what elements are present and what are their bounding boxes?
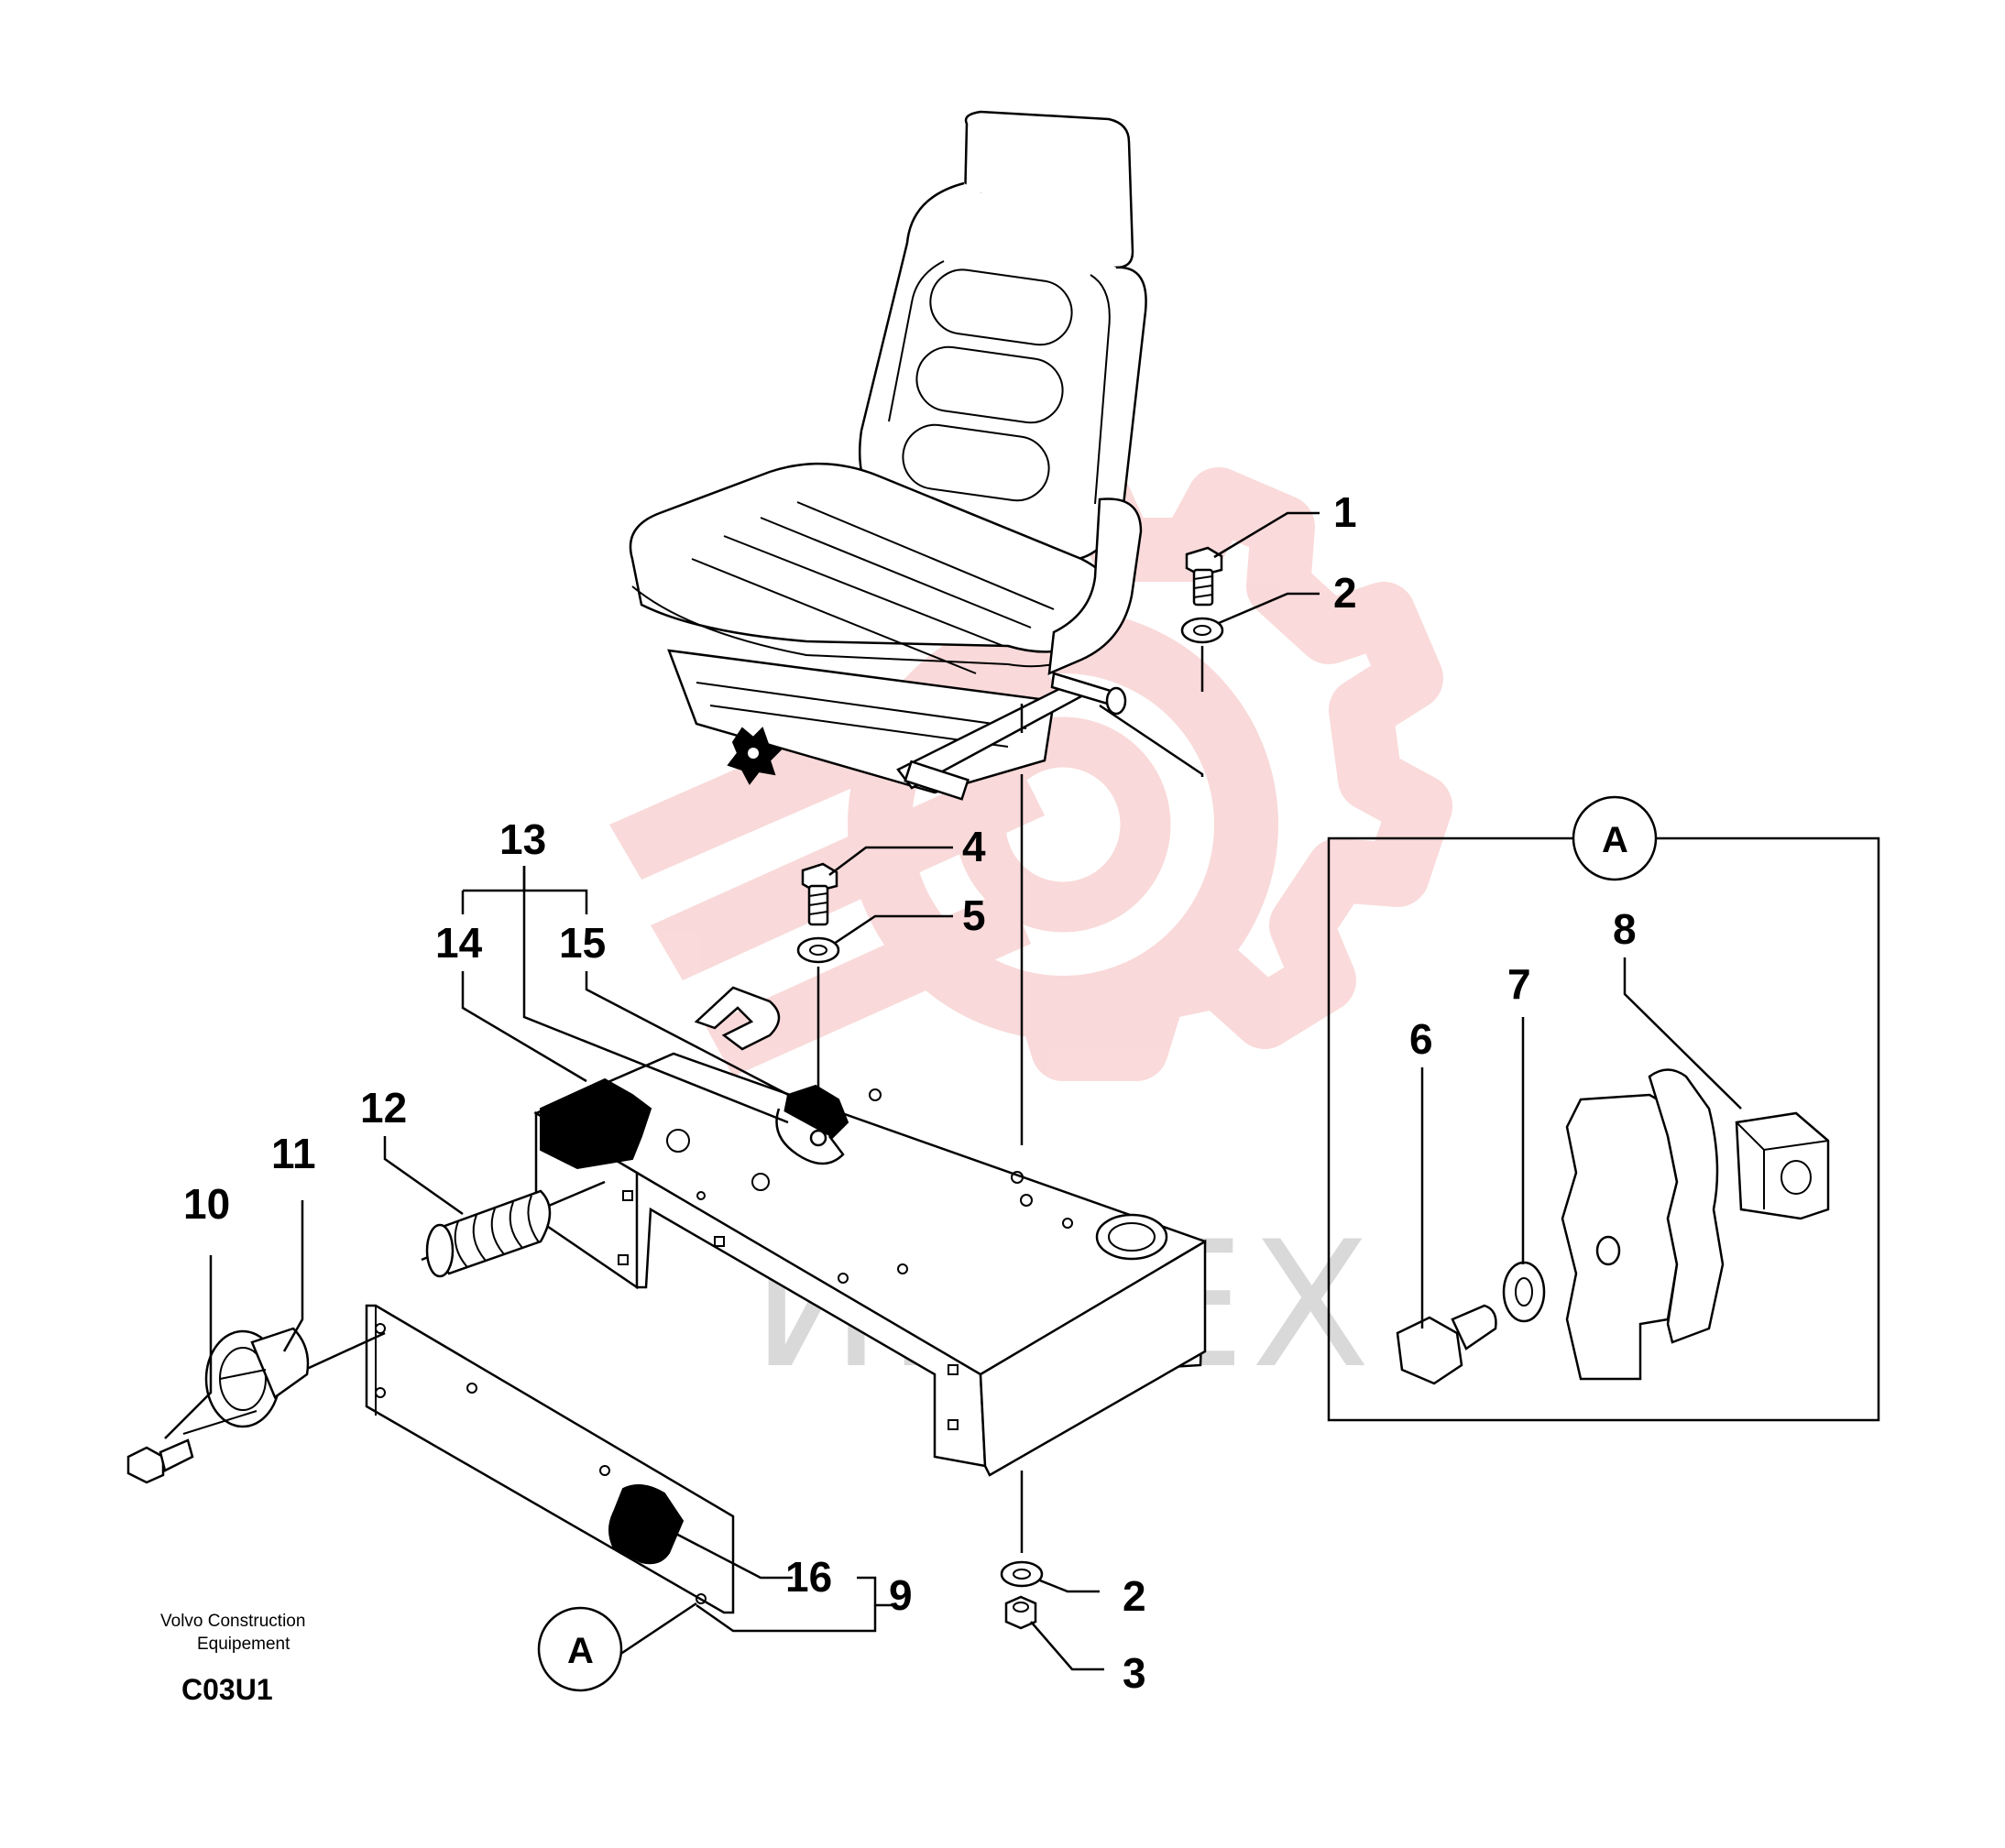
console-hook (694, 986, 781, 1051)
front-panel (365, 1304, 735, 1614)
label-8: 8 (1613, 905, 1637, 953)
bolt-10 (126, 1410, 257, 1484)
label-2-top: 2 (1333, 569, 1357, 617)
label-7: 7 (1507, 960, 1531, 1008)
seat-base-console (533, 986, 1207, 1477)
cage-nut-8 (1735, 1111, 1830, 1220)
knob-16 (608, 1484, 685, 1565)
label-9: 9 (889, 1571, 913, 1619)
label-3: 3 (1123, 1649, 1146, 1697)
label-1: 1 (1333, 488, 1357, 536)
label-11: 11 (271, 1130, 316, 1177)
detail-a-title: A (1602, 820, 1628, 860)
detail-a-title-circle (1572, 795, 1658, 881)
nut-3 (1004, 1595, 1037, 1630)
label-13: 13 (499, 815, 546, 863)
label-5: 5 (962, 891, 986, 939)
drawing-code: C03U1 (181, 1673, 273, 1706)
watermark-stripe-3 (706, 889, 1031, 1077)
spring-12 (421, 1180, 606, 1278)
washer-2-bottom (1000, 1560, 1044, 1588)
label-2-bottom: 2 (1123, 1572, 1146, 1620)
console-end (979, 1239, 1207, 1477)
operator-seat (629, 110, 1147, 801)
seat-rail-foot (904, 760, 970, 801)
label-16: 16 (785, 1553, 832, 1601)
label-12: 12 (360, 1084, 407, 1132)
backrest-panel-3 (902, 423, 1050, 502)
label-15: 15 (559, 919, 606, 967)
knob-14 (540, 1077, 652, 1170)
backrest-panel-1 (929, 268, 1073, 346)
detail-a-ref-circle (537, 1606, 623, 1692)
detail-bracket (1561, 1093, 1679, 1381)
washer-7 (1502, 1261, 1546, 1323)
company-line-1: Volvo Construction (160, 1612, 305, 1631)
seat-side (1047, 498, 1143, 675)
bolt-4 (801, 862, 838, 926)
bolt-6 (1396, 1304, 1497, 1385)
label-6: 6 (1409, 1015, 1433, 1063)
label-14: 14 (435, 919, 483, 967)
detail-a-box (1327, 795, 1880, 1422)
leader-lines (164, 511, 1320, 1671)
washer-5 (796, 936, 840, 964)
bolt-1 (1185, 546, 1223, 607)
washer-2-top (1180, 617, 1224, 644)
bushing-11 (204, 1327, 386, 1428)
label-4: 4 (962, 823, 986, 870)
company-line-2: Equipement (197, 1635, 290, 1654)
watermark-stripe-2 (651, 760, 1045, 980)
label-10: 10 (183, 1180, 230, 1228)
backrest-panel-2 (915, 345, 1064, 424)
console-port (1095, 1213, 1168, 1261)
detail-a-ref: A (567, 1631, 594, 1671)
